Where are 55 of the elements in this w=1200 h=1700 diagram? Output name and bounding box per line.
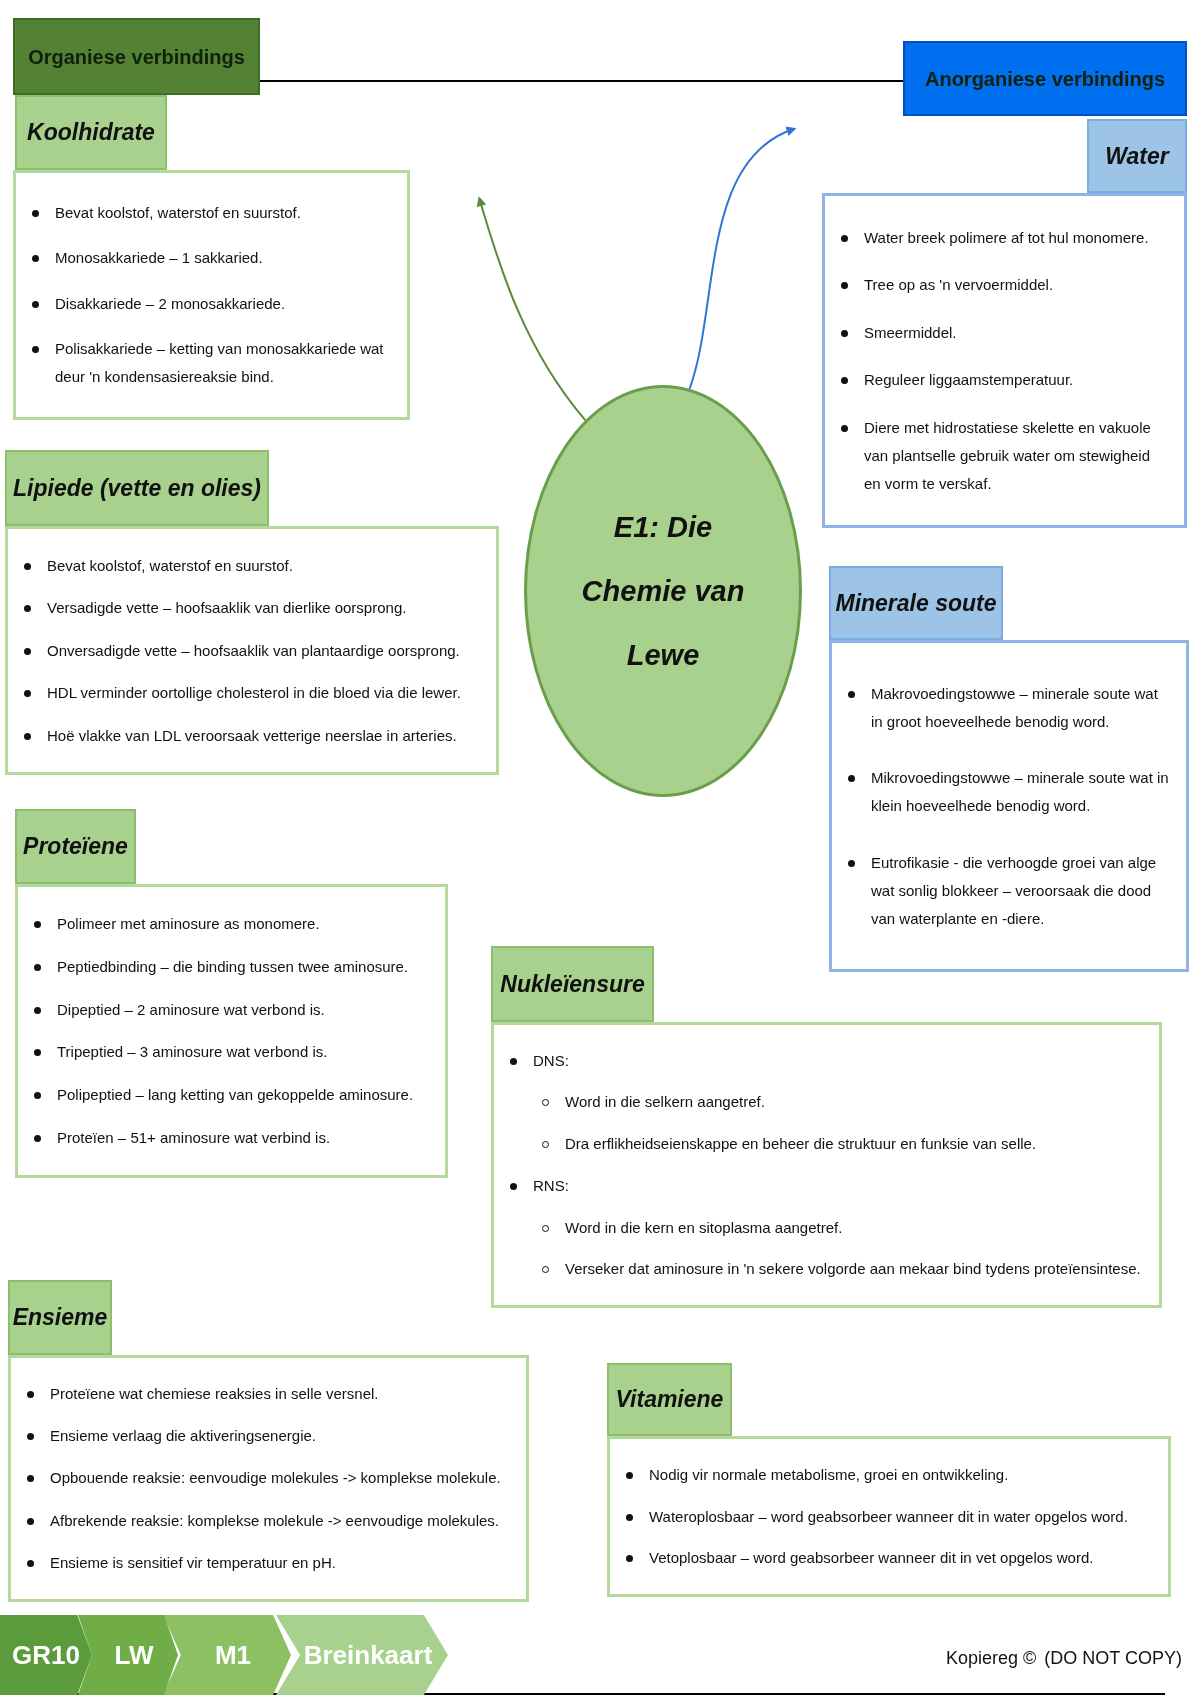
bullet-text: Polimeer met aminosure as monomere. xyxy=(57,913,320,934)
topic-heading-tab: Minerale soute xyxy=(829,566,1003,640)
bullet-text: Ensieme verlaag die aktiveringsenergie. xyxy=(50,1426,316,1447)
bullet-text: Nodig vir normale metabolisme, groei en ontwikkeling. xyxy=(649,1464,1009,1485)
bullet-text: Dipeptied – 2 aminosure wat verbond is. xyxy=(57,999,325,1020)
bullet-text: Vetoplosbaar – word geabsorbeer wanneer dit in vet opgelos word. xyxy=(649,1548,1094,1569)
curved-arrow xyxy=(476,196,587,422)
bullet-text: Eutrofikasie - die verhoogde groei van alge wat sonlig blokkeer – veroorsaak die dood van waterplante en -diere. xyxy=(871,852,1158,929)
topic-heading-tab: Vitamiene xyxy=(607,1363,732,1436)
breadcrumb-chevron: GR10 xyxy=(0,1615,92,1695)
section-heading-box: Anorganiese verbindings xyxy=(903,41,1187,116)
bullet-text: Bevat koolstof, waterstof en suurstof. xyxy=(55,202,301,223)
bullet-text: HDL verminder oortollige cholesterol in die bloed via die lewer. xyxy=(47,683,461,703)
bullet-text: Wateroplosbaar – word geabsorbeer wanneer dit in water opgelos word. xyxy=(649,1506,1128,1527)
topic-heading-tab: Proteïene xyxy=(15,809,136,884)
bullet-text: Hoë vlakke van LDL veroorsaak vetterige neerslae in arteries. xyxy=(47,725,457,746)
topic-heading-tab: Ensieme xyxy=(8,1280,112,1355)
breadcrumb-chevron: Breinkaart xyxy=(276,1615,448,1695)
bullet-text: Afbrekende reaksie: komplekse molekule -> eenvoudige molekules. xyxy=(50,1510,499,1531)
bullet-text: Peptiedbinding – die binding tussen twee aminosure. xyxy=(57,956,409,977)
section-heading-box: Organiese verbindings xyxy=(13,18,260,95)
bullet-text: Opbouende reaksie: eenvoudige molekules -> komplekse molekule. xyxy=(50,1468,501,1489)
bullet-text: Tripeptied – 3 aminosure wat verbond is. xyxy=(57,1042,328,1063)
bullet-text: Versadigde vette – hoofsaaklik van dierlike oorsprong. xyxy=(47,598,407,618)
bullet-text: Proteïene wat chemiese reaksies in selle versnel. xyxy=(50,1384,379,1405)
bullet-text: Bevat koolstof, waterstof en suurstof. xyxy=(47,555,293,576)
connector-line xyxy=(259,80,904,82)
bullet-text: Monosakkariede – 1 sakkaried. xyxy=(55,248,263,269)
bullet-text: Onversadigde vette – hoofsaaklik van plantaardige oorsprong. xyxy=(47,640,460,661)
bullet-text: Verseker dat aminosure in 'n sekere volgorde aan mekaar bind tydens proteïensintese. xyxy=(565,1259,1141,1280)
bullet-text: Ensieme is sensitief vir temperatuur en pH. xyxy=(50,1552,336,1573)
bullet-text: Polisakkariede – ketting van monosakkariede wat deur 'n kondensasiereaksie bind. xyxy=(55,339,385,388)
bullet-text: Reguleer liggaamstemperatuur. xyxy=(864,370,1074,390)
topic-heading-tab: Water xyxy=(1087,119,1187,193)
bullet-text: Proteïen – 51+ aminosure wat verbind is. xyxy=(57,1128,331,1149)
bullet-text: Makrovoedingstowwe – minerale soute wat in groot hoeveelhede benodig word. xyxy=(871,683,1159,732)
central-ellipse: E1: Die Chemie van Lewe xyxy=(524,385,802,797)
topic-heading-tab: Nukleïensure xyxy=(491,946,654,1022)
bullet-text: RNS: xyxy=(533,1175,569,1196)
bullet-text: Diere met hidrostatiese skelette en vakuole van plantselle gebruik water om stewigheid en vorm te verskaf. xyxy=(864,417,1152,494)
bullet-text: Smeermiddel. xyxy=(864,322,957,343)
bullet-text: Word in die selkern aangetref. xyxy=(565,1092,765,1113)
bullet-text: Water breek polimere af tot hul monomere. xyxy=(864,227,1149,248)
bullet-text: Dra erflikheidseienskappe en beheer die struktuur en funksie van selle. xyxy=(565,1134,1037,1155)
bullet-text: Mikrovoedingstowwe – minerale soute wat in klein hoeveelhede benodig word. xyxy=(871,768,1170,816)
bullet-text: Polipeptied – lang ketting van gekoppelde aminosure. xyxy=(57,1085,414,1106)
topic-heading-tab: Koolhidrate xyxy=(15,95,167,170)
bullet-text: DNS: xyxy=(533,1050,569,1071)
bullet-text: Tree op as 'n vervoermiddel. xyxy=(864,275,1054,295)
copyright-text: Kopiereg © xyxy=(946,1647,1037,1670)
curved-arrow xyxy=(688,127,797,390)
bullet-text: Word in die kern en sitoplasma aangetref. xyxy=(565,1217,843,1238)
copyright-text: (DO NOT COPY) xyxy=(1044,1647,1182,1670)
topic-heading-tab: Lipiede (vette en olies) xyxy=(5,450,269,526)
bullet-text: Disakkariede – 2 monosakkariede. xyxy=(55,293,286,314)
